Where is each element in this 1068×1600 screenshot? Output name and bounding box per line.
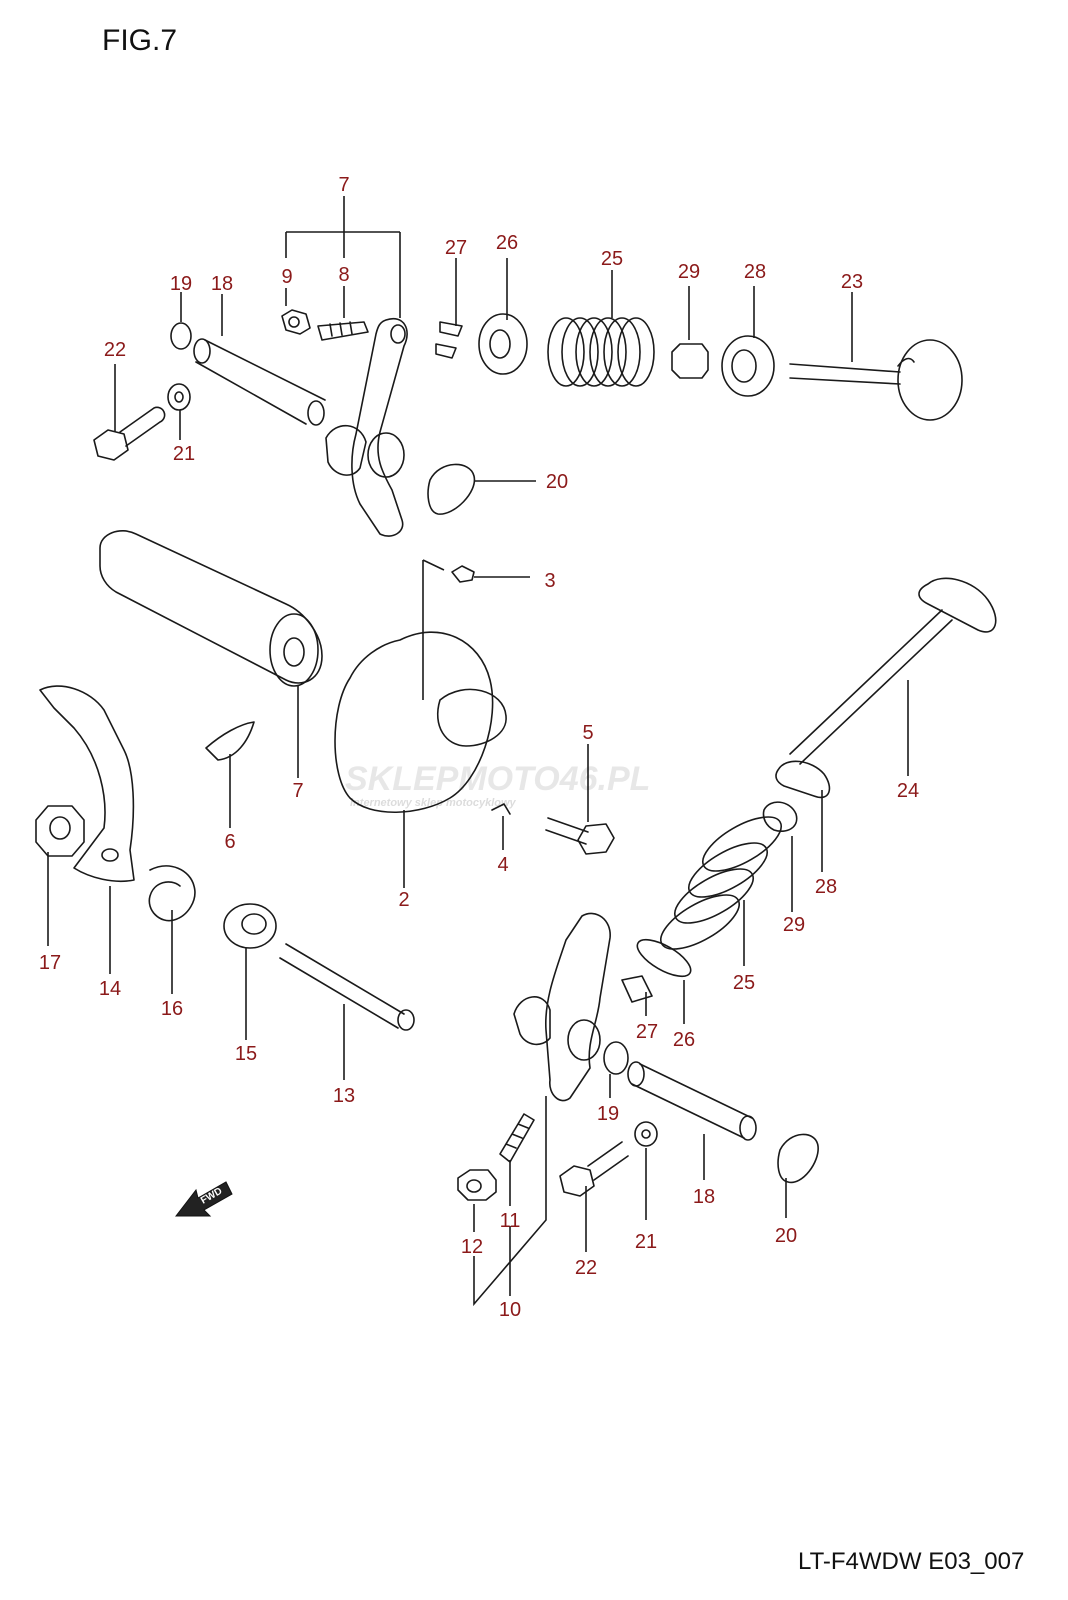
part-21-washer-bottom xyxy=(634,1121,658,1147)
callout-label: 28 xyxy=(815,876,837,898)
part-22-bolt-top xyxy=(93,406,166,461)
callout-label: 20 xyxy=(546,471,568,493)
part-28-seat-top xyxy=(721,335,775,397)
callout-label: 26 xyxy=(496,232,518,254)
callout-label: 7 xyxy=(338,174,349,196)
callout-label: 7 xyxy=(292,780,303,802)
part-26-retainer-top xyxy=(478,313,528,375)
callout-label: 6 xyxy=(224,831,235,853)
callout-label: 27 xyxy=(445,237,467,259)
callout-label: 29 xyxy=(678,261,700,283)
part-2-sprocket xyxy=(334,631,507,813)
part-15-seal xyxy=(223,903,277,949)
watermark-tagline: internetowy sklep motocyklowy xyxy=(350,797,517,809)
part-29-seal-mid xyxy=(762,801,798,832)
part-19-oring-top xyxy=(170,322,192,350)
part-5-bolt-mid xyxy=(545,817,615,855)
callout-label: 4 xyxy=(497,854,508,876)
part-27-cotter-bottom xyxy=(621,975,653,1003)
callout-label: 25 xyxy=(733,972,755,994)
callout-label: 20 xyxy=(775,1225,797,1247)
callout-label: 23 xyxy=(841,271,863,293)
callout-label: 13 xyxy=(333,1085,355,1107)
watermark-brand: SKLEPMOTO46.PL xyxy=(345,760,650,798)
callout-label: 16 xyxy=(161,998,183,1020)
leader-lines xyxy=(47,196,909,1307)
part-6-key xyxy=(205,721,255,761)
part-26-retainer-bottom xyxy=(636,938,692,978)
part-24-valve xyxy=(789,577,997,765)
part-27-cotter-top xyxy=(435,321,463,359)
callout-label: 18 xyxy=(693,1186,715,1208)
part-13-shaft xyxy=(279,943,415,1031)
callout-label: 5 xyxy=(582,722,593,744)
callout-labels: 7 9 8 27 26 25 29 28 23 19 18 22 21 20 3… xyxy=(39,174,919,1321)
diagram-code: LT-F4WDW E03_007 xyxy=(798,1548,1025,1575)
callout-label: 14 xyxy=(99,978,121,1000)
part-17-nut xyxy=(35,805,85,857)
callout-label: 21 xyxy=(635,1231,657,1253)
callout-label: 11 xyxy=(500,1210,521,1232)
callout-label: 19 xyxy=(597,1103,619,1125)
part-21-washer-top xyxy=(167,383,191,411)
part-7-rocker-arm-bottom xyxy=(513,912,611,1102)
part-18-shaft-top xyxy=(193,338,326,426)
callout-label: 15 xyxy=(235,1043,257,1065)
part-20-gasket-top xyxy=(427,463,476,515)
figure-title: FIG.7 xyxy=(102,24,178,57)
part-12-nut xyxy=(457,1169,497,1201)
part-29-seal-top xyxy=(671,343,709,379)
camshaft xyxy=(99,530,323,687)
part-22-bolt-bottom xyxy=(559,1141,629,1197)
callout-label: 10 xyxy=(499,1299,521,1321)
part-8-adjuster-top xyxy=(317,321,369,341)
part-23-valve xyxy=(789,339,963,421)
part-9-nut-top xyxy=(281,309,311,335)
part-3-pin xyxy=(451,565,475,583)
part-4-washer-mid xyxy=(491,803,511,815)
callout-label: 12 xyxy=(461,1236,483,1258)
callout-label: 2 xyxy=(398,889,409,911)
callout-label: 17 xyxy=(39,952,61,974)
part-25-spring-top xyxy=(547,317,655,387)
callout-label: 28 xyxy=(744,261,766,283)
part-18-shaft-bottom xyxy=(627,1061,757,1141)
callout-label: 27 xyxy=(636,1021,658,1043)
part-14-lever xyxy=(39,685,135,883)
callout-label: 9 xyxy=(281,266,292,288)
part-16-spring xyxy=(148,865,196,922)
callout-label: 3 xyxy=(544,570,555,592)
callout-label: 26 xyxy=(673,1029,695,1051)
fwd-arrow-icon: FWD xyxy=(174,1181,233,1217)
part-28-seat-mid xyxy=(775,760,831,799)
callout-label: 25 xyxy=(601,248,623,270)
part-20-gasket-bottom xyxy=(777,1133,819,1184)
callout-label: 21 xyxy=(173,443,195,465)
watermark: SKLEPMOTO46.PL internetowy sklep motocyk… xyxy=(345,760,650,809)
part-7-rocker-arm-top xyxy=(325,317,408,537)
part-19-oring-bottom xyxy=(603,1041,629,1075)
callout-label: 8 xyxy=(338,264,349,286)
part-25-spring-mid xyxy=(660,816,782,950)
callout-label: 22 xyxy=(575,1257,597,1279)
callout-label: 24 xyxy=(897,780,919,802)
callout-label: 19 xyxy=(170,273,192,295)
callout-label: 29 xyxy=(783,914,805,936)
callout-label: 22 xyxy=(104,339,126,361)
part-11-adjuster xyxy=(499,1113,535,1163)
callout-label: 18 xyxy=(211,273,233,295)
